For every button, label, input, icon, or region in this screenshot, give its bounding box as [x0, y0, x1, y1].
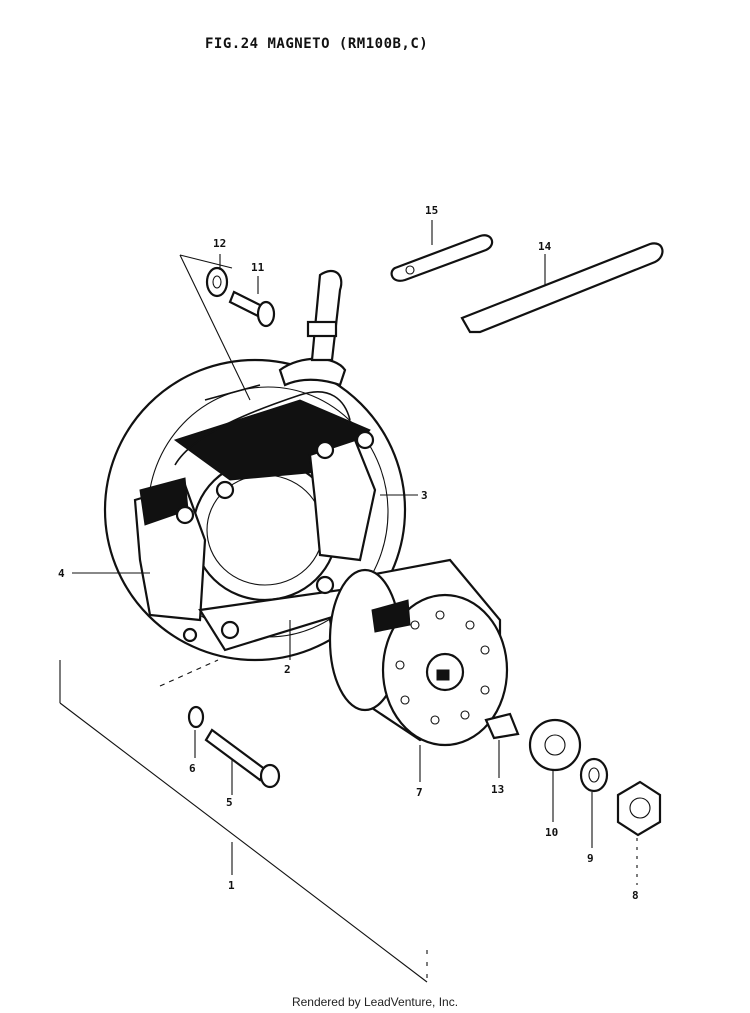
callout-3: 3	[421, 489, 428, 502]
part-15-clamp	[390, 234, 494, 282]
callout-11: 11	[251, 261, 265, 274]
part-9-lock-washer	[579, 757, 609, 793]
callout-14: 14	[538, 240, 552, 253]
stator-screw	[182, 627, 198, 643]
callout-8: 8	[632, 889, 639, 902]
callout-2: 2	[284, 663, 291, 676]
stator-screw	[215, 480, 235, 500]
callout-15: 15	[425, 204, 438, 217]
stator-screw	[355, 430, 375, 450]
callout-12: 12	[213, 237, 226, 250]
callout-6: 6	[189, 762, 196, 775]
stator-screw	[220, 620, 240, 640]
lead-wire	[310, 269, 343, 362]
callout-9: 9	[587, 852, 594, 865]
render-credit: Rendered by LeadVenture, Inc.	[291, 995, 459, 1009]
callout-7: 7	[416, 786, 423, 799]
flywheel-rotor	[328, 558, 509, 747]
lead-wire-loop	[174, 391, 351, 466]
part-14-band	[460, 242, 664, 334]
coil-right	[308, 438, 377, 562]
figure-title: FIG.24 MAGNETO (RM100B,C)	[205, 36, 429, 52]
leader-lines	[59, 220, 638, 985]
wire-sleeve	[306, 320, 338, 338]
part-10-washer	[528, 718, 582, 772]
part-8-nut	[616, 780, 662, 837]
part-12-washer	[205, 266, 229, 298]
part-5-screw	[204, 728, 268, 782]
stator-screw	[315, 440, 335, 460]
part-13-key	[484, 712, 520, 740]
callout-5: 5	[226, 796, 233, 809]
stator-screw	[315, 575, 335, 595]
stator-screw	[175, 505, 195, 525]
part-6-washer	[187, 705, 205, 729]
callout-4: 4	[58, 567, 65, 580]
wire-grommet	[278, 357, 347, 387]
callout-10: 10	[545, 826, 558, 839]
callout-13: 13	[491, 783, 504, 796]
callout-1: 1	[228, 879, 235, 892]
stator-assembly	[103, 269, 407, 662]
